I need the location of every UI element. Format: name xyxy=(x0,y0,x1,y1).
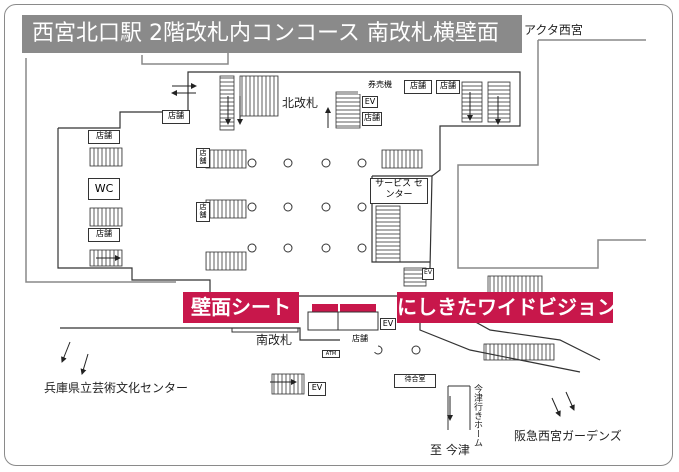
ad-label-wall-sheet: 壁面シート xyxy=(183,292,299,323)
outer-walls xyxy=(25,23,646,283)
label-shop-west-2: 店舗 xyxy=(88,228,120,242)
map-frame xyxy=(4,4,673,466)
gate-structures xyxy=(231,311,471,430)
label-ev-south-1: EV xyxy=(380,318,396,330)
label-shop-north-3: 店舗 xyxy=(362,112,382,126)
label-atm: ATM xyxy=(322,350,340,358)
label-shop-west-1: 店舗 xyxy=(88,130,120,144)
label-hyogo-center: 兵庫県立芸術文化センター xyxy=(44,381,189,395)
label-ev-north: EV xyxy=(362,96,378,108)
label-north-gate: 北改札 xyxy=(282,96,319,110)
label-shop-south: 店舗 xyxy=(342,334,378,352)
label-imazu-platform: 今津行きホーム xyxy=(472,384,482,447)
label-service-center: サービス センター xyxy=(370,178,428,204)
label-shop-north-1: 店舗 xyxy=(404,80,432,94)
label-ticket-machine: 券売機 xyxy=(358,80,402,94)
label-acta: アクタ西宮 xyxy=(524,23,583,37)
label-imazu: 至 今津 xyxy=(430,443,470,457)
label-ev-east: EV xyxy=(422,268,434,280)
stairs xyxy=(89,75,555,395)
ad-label-vision: にしきたワイドビジョン xyxy=(397,292,617,323)
label-shop-inner-2: 店舗 xyxy=(196,202,210,222)
concourse-walls xyxy=(57,71,601,373)
label-waiting-room: 待合室 xyxy=(394,374,436,388)
label-ev-south-2: EV xyxy=(308,382,326,396)
label-shop-inner-1: 店舗 xyxy=(196,148,210,168)
label-shop-north-2: 店舗 xyxy=(436,80,460,94)
label-wc: WC xyxy=(88,178,120,200)
page-title: 西宮北口駅 2階改札内コンコース 南改札横壁面 xyxy=(22,15,522,53)
label-south-gate: 南改札 xyxy=(256,333,293,347)
label-shop-north-4: 店舗 xyxy=(162,110,190,124)
ad-positions xyxy=(312,304,376,312)
label-hankyu-gardens: 阪急西宮ガーデンズ xyxy=(514,429,622,443)
columns xyxy=(247,158,421,355)
